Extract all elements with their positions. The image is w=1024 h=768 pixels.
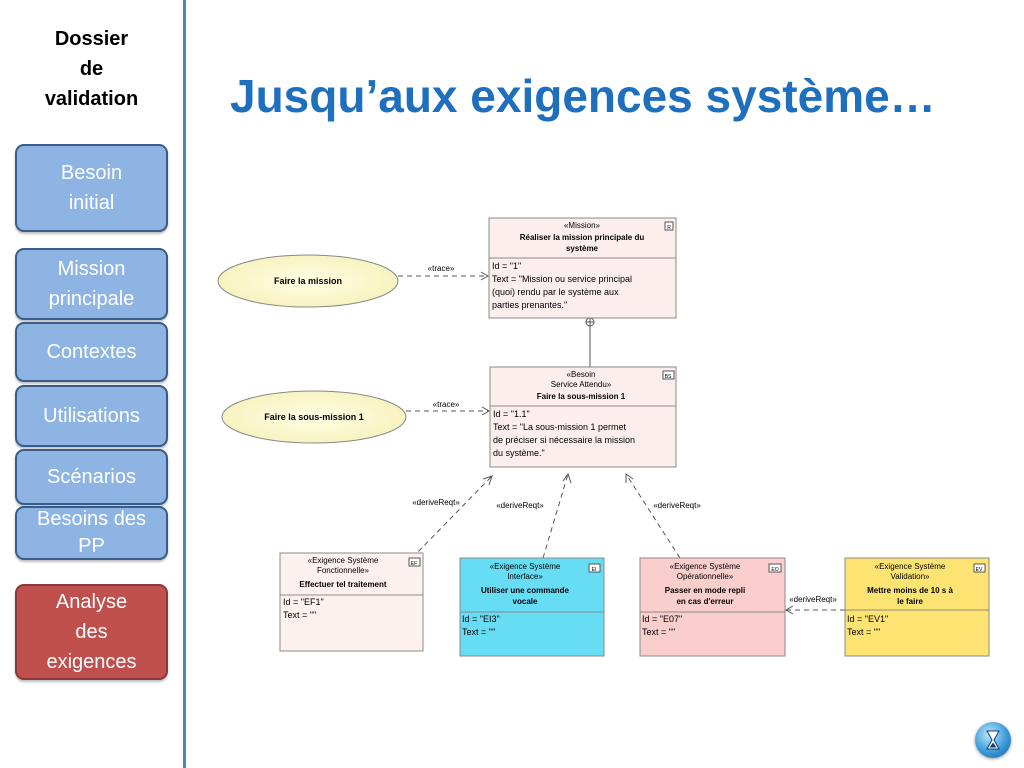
svg-text:Faire la mission: Faire la mission [274,276,342,286]
mission-block: R «Mission» Réaliser la mission principa… [488,217,677,319]
svg-text:Effectuer tel traitement: Effectuer tel traitement [299,580,386,589]
svg-text:EI: EI [592,567,597,573]
svg-text:(quoi) rendu par le système au: (quoi) rendu par le système aux [492,287,619,297]
svg-text:Mettre moins de 10 s à: Mettre moins de 10 s à [867,586,953,595]
svg-text:Opérationnelle»: Opérationnelle» [677,572,734,581]
requirement-ev-block: EV «Exigence Système Validation» Mettre … [844,557,990,657]
requirement-ef-block: EF «Exigence Système Fonctionnelle» Effe… [279,552,424,652]
trace-connector-mission [398,271,490,281]
derive-label-ei: «deriveReqt» [496,501,544,510]
svg-text:EV: EV [976,567,983,573]
nav-utilisations[interactable]: Utilisations [15,385,168,447]
svg-text:Faire la sous-mission 1: Faire la sous-mission 1 [537,392,626,401]
svg-text:R: R [667,225,671,231]
svg-text:Id = "EI3": Id = "EI3" [462,614,500,624]
usecase-faire-la-sous-mission: Faire la sous-mission 1 [221,390,407,444]
hourglass-icon [986,730,1000,750]
svg-text:BS: BS [665,374,672,380]
svg-text:Interface»: Interface» [507,572,543,581]
svg-text:Id = "EF1": Id = "EF1" [283,597,324,607]
svg-text:EO: EO [771,567,778,573]
svg-text:parties prenantes.": parties prenantes." [492,300,567,310]
svg-text:système: système [566,244,599,253]
svg-text:Text = "": Text = "" [642,627,675,637]
svg-text:Id = "1.1": Id = "1.1" [493,409,530,419]
derive-connector-ef [411,475,493,559]
svg-text:Utiliser une commande: Utiliser une commande [481,586,570,595]
svg-text:Passer en mode repli: Passer en mode repli [665,586,745,595]
nav-contextes[interactable]: Contextes [15,322,168,382]
svg-text:«Mission»: «Mission» [564,221,601,230]
sidebar-divider [183,0,186,768]
containment-connector [585,317,595,367]
besoin-block: BS «Besoin Service Attendu» Faire la sou… [489,366,677,468]
trace-connector-besoin [406,406,491,416]
derive-connector-ei [542,472,572,559]
derive-connector-ev [784,605,845,615]
trace-label-1: «trace» [428,264,455,273]
svg-text:Réaliser la mission principale: Réaliser la mission principale du [520,233,645,242]
svg-text:Text = "Mission ou service pri: Text = "Mission ou service principal [492,274,632,284]
derive-label-ef: «deriveReqt» [412,498,460,507]
derive-label-ev: «deriveReqt» [789,595,837,604]
requirement-ei-block: EI «Exigence Système Interface» Utiliser… [459,557,605,657]
svg-text:«Exigence Système: «Exigence Système [490,562,561,571]
svg-text:vocale: vocale [513,597,538,606]
hourglass-nav-button[interactable] [975,722,1011,758]
svg-text:du système.": du système." [493,448,545,458]
derive-label-eo: «deriveReqt» [653,501,701,510]
svg-text:Faire la sous-mission 1: Faire la sous-mission 1 [264,412,364,422]
svg-text:EF: EF [411,561,417,567]
svg-text:de préciser si nécessaire la m: de préciser si nécessaire la mission [493,435,635,445]
svg-text:«Exigence Système: «Exigence Système [670,562,741,571]
svg-text:Id = "EV1": Id = "EV1" [847,614,888,624]
svg-text:Text = "La sous-mission 1 perm: Text = "La sous-mission 1 permet [493,422,627,432]
svg-text:Service Attendu»: Service Attendu» [551,380,612,389]
svg-text:Text = "": Text = "" [847,627,880,637]
sidebar-title: Dossier de validation [44,28,139,110]
svg-text:Text = "": Text = "" [283,610,316,620]
svg-text:en cas d'erreur: en cas d'erreur [676,597,733,606]
svg-text:Fonctionnelle»: Fonctionnelle» [317,566,370,575]
svg-text:Id = "1": Id = "1" [492,261,521,271]
svg-text:«Exigence Système: «Exigence Système [875,562,946,571]
requirements-diagram: Faire la mission Faire la sous-mission 1… [217,217,990,657]
svg-text:Id = "E07": Id = "E07" [642,614,682,624]
svg-text:le faire: le faire [897,597,923,606]
usecase-faire-la-mission: Faire la mission [217,254,399,308]
svg-text:Text = "": Text = "" [462,627,495,637]
trace-label-2: «trace» [433,400,460,409]
svg-text:«Besoin: «Besoin [567,370,596,379]
page-title: Jusqu’aux exigences système… [230,70,936,122]
derive-connector-eo [625,473,681,559]
nav-scenarios[interactable]: Scénarios [15,449,168,505]
svg-text:Validation»: Validation» [891,572,931,581]
svg-text:«Exigence Système: «Exigence Système [308,556,379,565]
requirement-eo-block: EO «Exigence Système Opérationnelle» Pas… [639,557,786,657]
